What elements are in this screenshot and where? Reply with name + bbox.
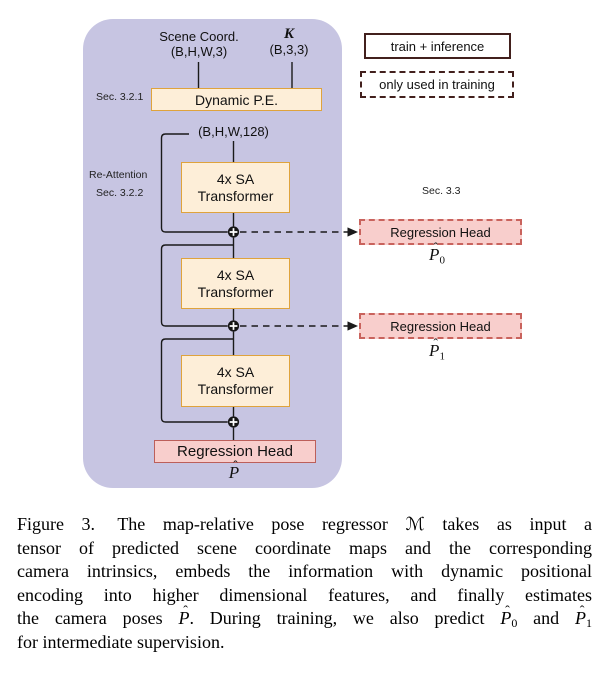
section-label-re-attention: Sec. 3.2.2 xyxy=(96,187,144,199)
sa-transformer-box-2: 4x SA Transformer xyxy=(181,258,290,309)
regression-head-label: Regression Head xyxy=(390,318,491,334)
sa-transformer-box-1: 4x SA Transformer xyxy=(181,162,290,213)
scene-coord-label: Scene Coord. xyxy=(159,29,239,44)
sa-transformer-label: 4x SA Transformer xyxy=(197,266,274,300)
section-label-pe: Sec. 3.2.1 xyxy=(96,91,144,103)
caption-line: for intermediate supervision. xyxy=(17,631,225,652)
dynamic-pe-box: Dynamic P.E. xyxy=(151,88,322,111)
sa-transformer-label: 4x SA Transformer xyxy=(197,170,274,204)
scene-coord-input: Scene Coord. (B,H,W,3) xyxy=(139,29,259,59)
caption-line: Figure 3. The map-relative pose regresso… xyxy=(17,514,592,535)
sa-transformer-label: 4x SA Transformer xyxy=(197,364,274,397)
legend-train-inference-label: train + inference xyxy=(390,38,485,54)
regression-head-1-box: Regression Head xyxy=(359,313,522,339)
add-icon xyxy=(227,226,240,238)
add-icon xyxy=(227,416,240,428)
add-icon xyxy=(227,320,240,332)
caption-line: encoding into higher dimensional feature… xyxy=(17,584,592,605)
skip-connection-1 xyxy=(160,133,228,233)
skip-connection-2 xyxy=(160,244,234,327)
sa-transformer-box-3: 4x SA Transformer xyxy=(181,355,290,407)
intrinsics-shape: (B,3,3) xyxy=(269,42,309,57)
intrinsics-symbol: K xyxy=(283,26,294,42)
figure-caption: Figure 3. The map-relative pose regresso… xyxy=(17,514,592,656)
legend-training-only-label: only used in training xyxy=(379,77,495,92)
section-label-heads: Sec. 3.3 xyxy=(422,185,461,197)
regression-head-label: Regression Head xyxy=(177,443,293,460)
caption-line: tensor of predicted scene coordinate map… xyxy=(17,537,592,558)
regression-head-label: Regression Head xyxy=(390,224,491,240)
arrow-right-icon xyxy=(347,321,358,331)
arrow-right-icon xyxy=(347,227,358,237)
caption-line: camera intrinsics, embeds the informatio… xyxy=(17,561,592,582)
dynamic-pe-label: Dynamic P.E. xyxy=(195,91,278,108)
regression-head-final-box: Regression Head xyxy=(154,440,316,463)
connector-layer xyxy=(160,62,358,440)
feature-shape-label: (B,H,W,128) xyxy=(198,124,269,139)
re-attention-label: Re-Attention xyxy=(89,169,148,181)
legend-training-only: only used in training xyxy=(360,71,514,98)
regression-head-0-box: Regression Head xyxy=(359,219,522,245)
script-m-symbol: ℳ xyxy=(405,514,425,535)
legend-train-inference: train + inference xyxy=(364,33,511,59)
intrinsics-input: K (B,3,3) xyxy=(259,26,319,57)
scene-coord-shape: (B,H,W,3) xyxy=(170,44,228,59)
skip-connection-3 xyxy=(160,338,234,423)
